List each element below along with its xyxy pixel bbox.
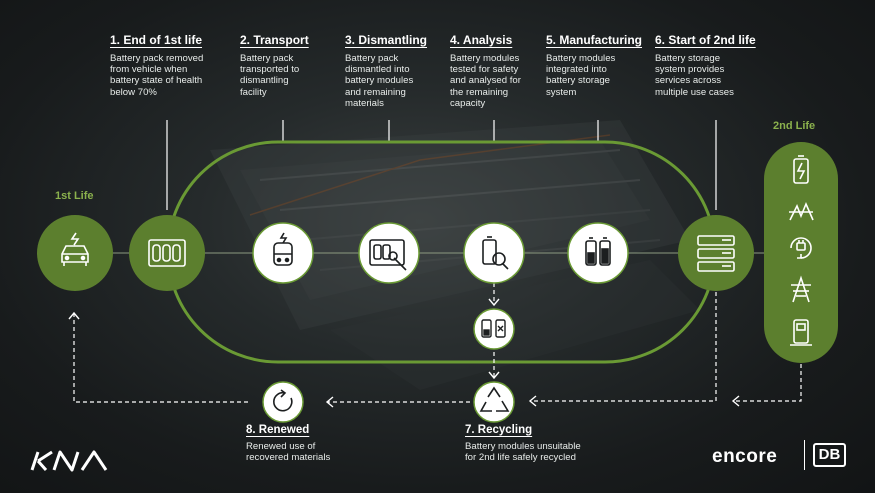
analysis-node [463,222,525,284]
step-description: Battery pack dismantled into battery mod… [345,53,427,109]
step-transport: 2. Transport Battery pack transported to… [240,33,309,98]
desc-line: system [546,86,577,98]
desc-line: from vehicle when [110,64,188,76]
desc-line: Renewed use of [246,441,316,452]
desc-line: Battery storage [655,53,721,64]
encore-logo: encore [712,446,778,467]
battery-cross-icon [481,319,506,338]
desc-line: battery modules [345,75,414,87]
step-recycling: 7. Recycling Battery modules unsuitable … [465,424,581,463]
step-renewed: 8. Renewed Renewed use of recovered mate… [246,424,330,463]
end-of-first-life-node [129,215,205,291]
recycle-icon [479,386,510,412]
kia-logo [30,450,108,472]
desc-line: Battery pack [240,53,294,64]
plug-cycle-icon [790,237,812,259]
step-end-of-first-life: 1. End of 1st life Battery pack removed … [110,33,203,98]
desc-line: recovered materials [246,452,331,464]
step-tick-lines [166,120,717,210]
step-title: 5. Manufacturing [546,33,643,47]
desc-line: tested for safety [450,64,519,76]
db-logo: DB [813,443,846,467]
storage-rack-icon [697,235,735,272]
desc-line: Battery pack removed [110,53,204,64]
step-description: Renewed use of recovered materials [246,441,330,463]
desc-line: and analysed for [450,75,521,87]
recycling-node [473,381,515,423]
desc-line: battery state of health [110,75,203,87]
step-description: Battery modules unsuitable for 2nd life … [465,441,581,463]
electric-car-icon [61,232,89,266]
desc-line: materials [345,97,384,109]
first-life-label: 1st Life [55,190,94,202]
desc-line: facility [240,86,267,98]
battery-charge-icon [793,155,809,184]
desc-line: transported to [240,64,300,76]
desc-line: services across [655,75,722,87]
process-steps: 1. End of 1st life Battery pack removed … [0,33,875,113]
battery-magnifier-icon [482,236,509,270]
step-description: Battery modules tested for safety and an… [450,53,521,109]
desc-line: Battery pack [345,53,399,64]
step-title: 1. End of 1st life [110,33,203,47]
step-title: 3. Dismantling [345,33,428,47]
step-title: 4. Analysis [450,33,513,47]
step-manufacturing: 5. Manufacturing Battery modules integra… [546,33,642,98]
arrowheads [68,298,740,408]
transport-vehicle-icon [273,232,293,266]
step-title: 7. Recycling [465,424,533,436]
step-title: 8. Renewed [246,424,310,436]
step-description: Battery pack removed from vehicle when b… [110,53,203,98]
second-life-panel [764,142,838,363]
desc-line: below 70% [110,86,157,98]
logo-divider [804,440,805,470]
desc-line: capacity [450,97,486,109]
desc-line: battery storage [546,75,610,87]
step-analysis: 4. Analysis Battery modules tested for s… [450,33,521,109]
power-pylon-icon [791,275,811,303]
step-description: Battery pack transported to dismantling … [240,53,309,98]
desc-line: for 2nd life safely recycled [465,452,576,464]
dismantling-node [358,222,420,284]
factory-backdrop [210,120,700,390]
step-title: 2. Transport [240,33,309,47]
desc-line: Battery modules unsuitable [465,441,581,452]
desc-line: dismantled into [345,64,410,76]
renewed-node [262,381,304,423]
battery-modules-icon [585,237,611,266]
step-start-of-second-life: 6. Start of 2nd life Battery storage sys… [655,33,756,98]
step-description: Battery modules integrated into battery … [546,53,642,98]
renew-cycle-icon [273,389,293,412]
desc-line: multiple use cases [655,86,734,98]
charging-station-icon [790,319,812,346]
desc-line: the remaining [450,86,509,98]
return-paths [73,283,802,403]
first-life-node [37,215,113,291]
dismantling-wrench-icon [369,239,407,271]
desc-line: system provides [655,64,725,76]
step-description: Battery storage system provides services… [655,53,756,98]
manufacturing-node [567,222,629,284]
step-title: 6. Start of 2nd life [655,33,756,47]
desc-line: dismantling [240,75,289,87]
battery-pack-icon [148,239,186,267]
desc-line: and remaining [345,86,406,98]
second-life-label: 2nd Life [773,120,816,132]
unsuitable-battery-node [473,308,515,350]
desc-line: Battery modules [450,53,520,64]
grid-lightning-icon [789,201,814,221]
start-of-second-life-node [678,215,754,291]
desc-line: integrated into [546,64,607,76]
step-dismantling: 3. Dismantling Battery pack dismantled i… [345,33,427,109]
transport-node [252,222,314,284]
desc-line: Battery modules [546,53,616,64]
